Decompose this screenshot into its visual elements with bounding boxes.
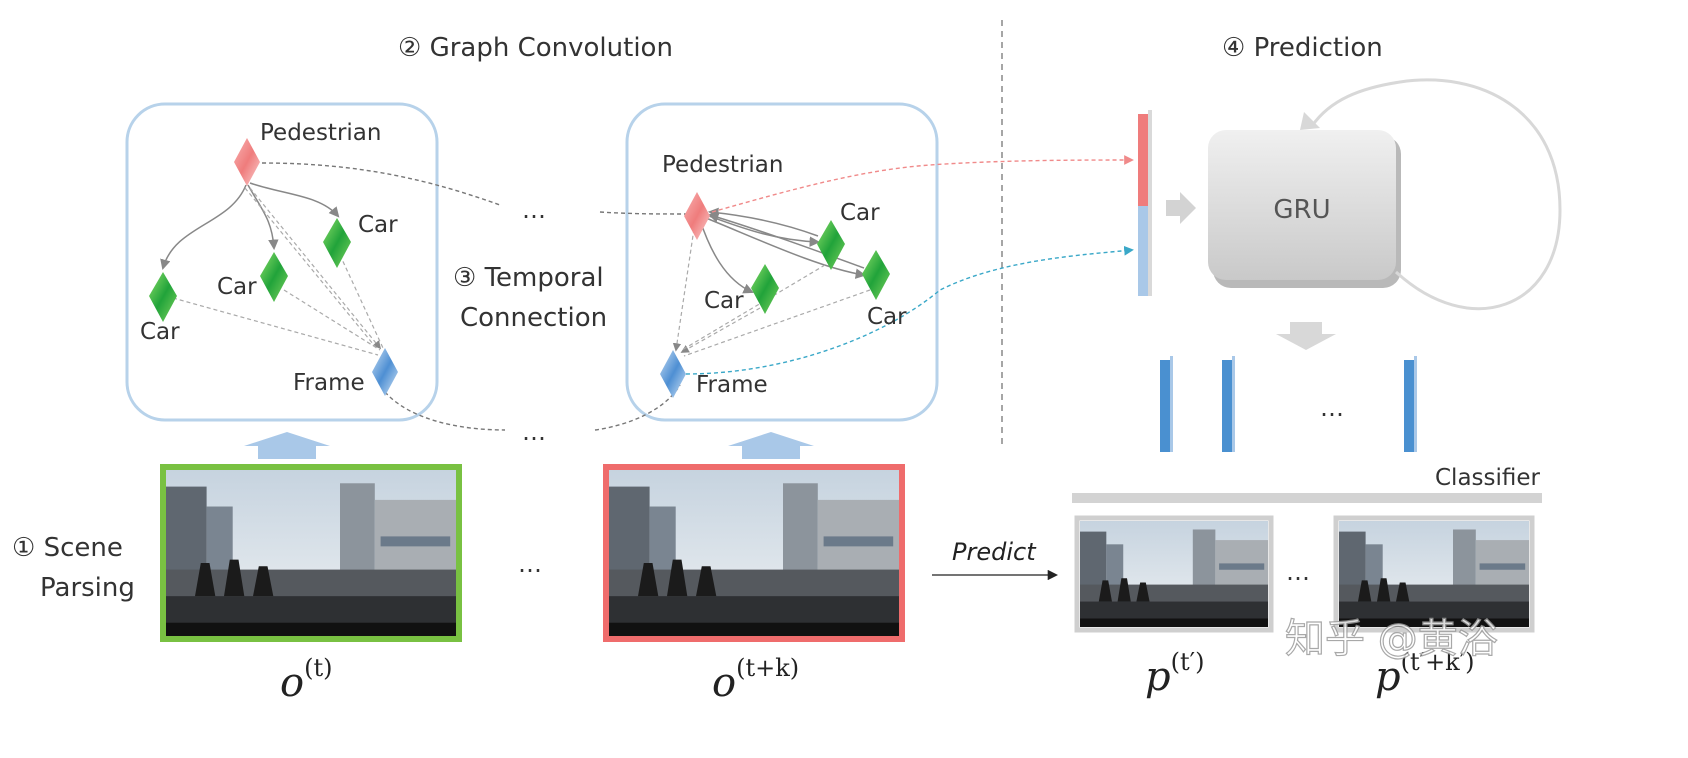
frame-node-t [372, 348, 398, 396]
prediction-t-prime-label: p(t′) [1145, 648, 1204, 700]
graph-panel-t-plus-k [625, 102, 939, 422]
predicted-frame-t-prime [1074, 515, 1274, 633]
classifier-bar [1072, 493, 1542, 503]
car-label-t-middle: Car [217, 274, 257, 300]
car-label-t-plus-k-top: Car [840, 200, 880, 226]
upward-arrow-t [244, 432, 330, 459]
frame-image-t-plus-k [603, 464, 905, 642]
temporal-label-line1: ③ Temporal [453, 263, 604, 293]
output-feature-bars [1160, 356, 1417, 452]
gru-loop-arrowhead [1300, 112, 1320, 130]
concat-feature-vector [1138, 110, 1152, 296]
car-node-t-plus-k-right [862, 250, 890, 300]
graph2-edges [672, 207, 871, 357]
graph1-edges [160, 182, 384, 356]
car-label-t-plus-k-right: Car [867, 304, 907, 330]
frame-label-t-plus-k: Frame [696, 372, 768, 398]
frame-label-t: Frame [293, 370, 365, 396]
car-node-t-plus-k-top [817, 220, 845, 270]
prediction-t-prime-plus-k-prime-label: p(t′+k′) [1375, 648, 1475, 700]
watermark: 知乎 @黄浴 [1285, 616, 1498, 662]
car-label-t-right: Car [358, 212, 398, 238]
temporal-connections [261, 162, 689, 431]
temporal-ellipsis-top: … [522, 196, 546, 224]
car-node-t-left [149, 272, 177, 322]
car-node-t-plus-k-left [751, 264, 779, 314]
pedestrian-label-t-plus-k: Pedestrian [662, 152, 783, 178]
features-ellipsis: … [1320, 394, 1344, 422]
classifier-label: Classifier [1435, 465, 1541, 491]
car-node-t-right [323, 218, 351, 268]
graph-panel-t [125, 102, 439, 422]
scene-parsing-line2: Parsing [40, 573, 135, 603]
car-label-t-plus-k-left: Car [704, 288, 744, 314]
pedestrian-node-t-plus-k [684, 192, 710, 240]
predicted-ellipsis: … [1286, 558, 1310, 586]
prediction-title: ④ Prediction [1222, 33, 1383, 63]
gru-output-arrow [1276, 322, 1336, 350]
pedestrian-readout-edge [711, 155, 1134, 213]
gru-input-arrow [1166, 192, 1196, 224]
gru-recurrent-loop [1310, 78, 1562, 311]
temporal-ellipsis-bottom: … [522, 418, 546, 446]
predict-label: Predict [952, 538, 1037, 566]
observation-t-label: o(t) [280, 654, 332, 706]
graph-convolution-title: ② Graph Convolution [398, 33, 673, 63]
frame-node-t-plus-k [660, 350, 686, 398]
scene-parsing-line1: ① Scene [12, 533, 123, 563]
frames-ellipsis: … [518, 550, 542, 578]
gru-label: GRU [1273, 195, 1330, 225]
car-node-t-middle [260, 252, 288, 302]
upward-arrow-t-plus-k [728, 432, 814, 459]
predicted-frame-t-prime-plus-k-prime [1333, 515, 1535, 633]
pedestrian-label-t: Pedestrian [260, 120, 381, 146]
frame-readout-edge [685, 245, 1134, 375]
observation-t-plus-k-label: o(t+k) [712, 654, 799, 706]
car-label-t-left: Car [140, 319, 180, 345]
temporal-label-line2: Connection [460, 303, 607, 333]
frame-image-t [160, 464, 462, 642]
pedestrian-node-t [234, 138, 260, 186]
gru-block [1208, 130, 1401, 288]
